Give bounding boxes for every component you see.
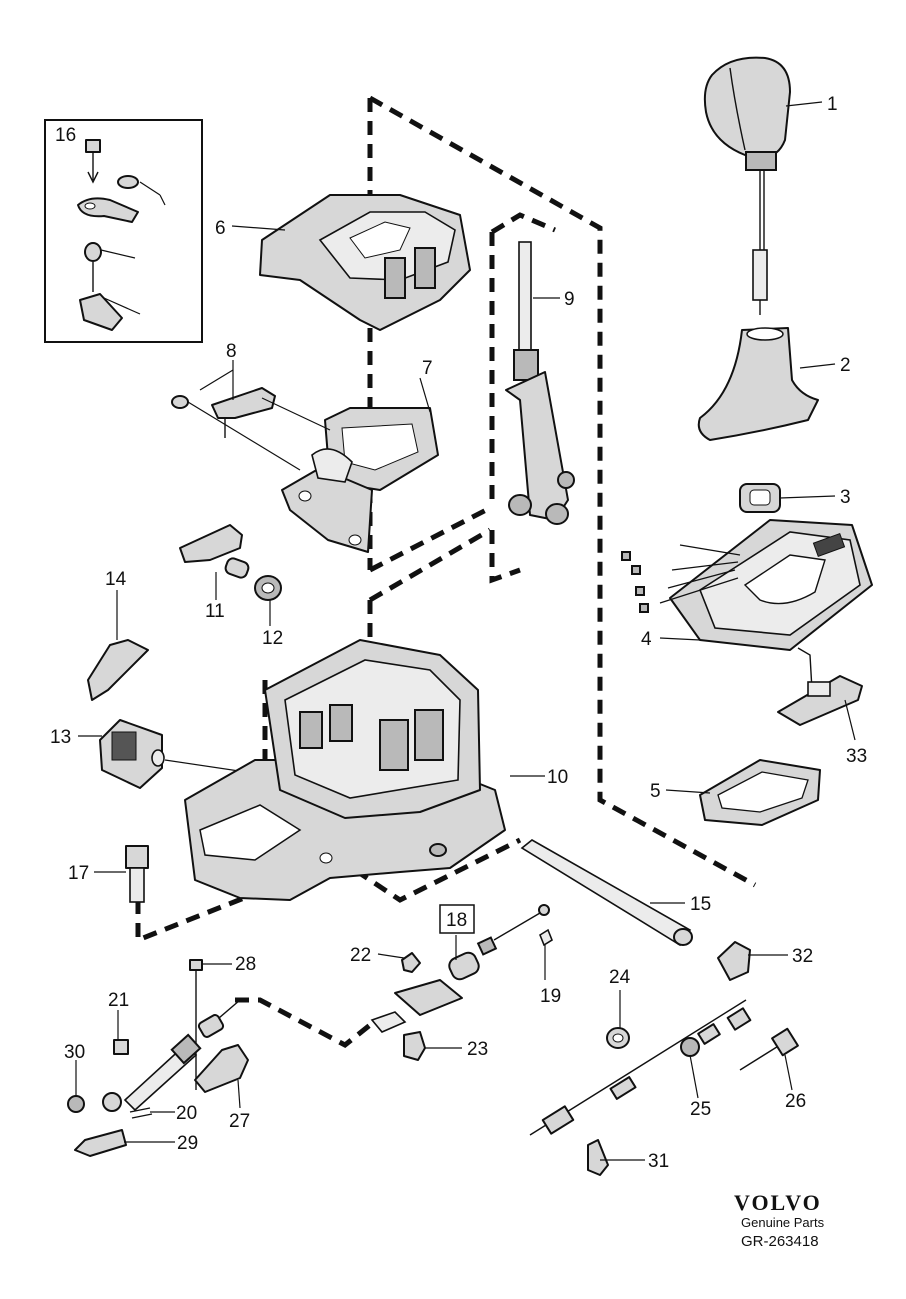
part-17-bolt (125, 845, 149, 903)
part-12-bushing (254, 575, 282, 601)
label-5: 5 (650, 781, 661, 802)
label-16: 16 (55, 125, 76, 146)
label-15: 15 (690, 894, 711, 915)
label-18-box (439, 904, 475, 934)
label-32: 32 (792, 946, 813, 967)
part-28-bolt (189, 959, 203, 1090)
part-9-selector-rod (505, 241, 575, 525)
label-23: 23 (467, 1039, 488, 1060)
part-13-block (99, 719, 301, 789)
part-18-cable-end (370, 904, 550, 1033)
part-6-upper-housing (259, 194, 471, 331)
part-15-rod (520, 839, 693, 947)
leader-lines (75, 101, 856, 1161)
part-32-clip (717, 941, 751, 981)
part-26-pin (739, 1027, 799, 1071)
label-14: 14 (105, 569, 127, 590)
label-24: 24 (609, 967, 631, 988)
part-29-plate (74, 1129, 127, 1157)
label-19: 19 (540, 986, 561, 1007)
label-20: 20 (176, 1103, 197, 1124)
part-33-connector (777, 675, 863, 726)
label-18: 18 (446, 910, 467, 931)
label-26: 26 (785, 1091, 806, 1112)
label-25: 25 (690, 1099, 711, 1120)
brand-footer: VOLVO Genuine Parts GR-263418 (734, 1190, 825, 1250)
part-25-cable (529, 999, 752, 1136)
part-24-clip (606, 1027, 630, 1049)
label-9: 9 (564, 289, 575, 310)
label-12: 12 (262, 628, 283, 649)
label-3: 3 (840, 487, 851, 508)
label-1: 1 (827, 94, 838, 115)
part-14-clip (87, 639, 149, 701)
part-3-seal (739, 483, 781, 513)
part-19-clip (539, 928, 553, 947)
label-2: 2 (840, 355, 851, 376)
part-cable-spring (102, 999, 241, 1112)
label-4: 4 (641, 629, 652, 650)
part-21-nut (113, 1039, 129, 1055)
label-7: 7 (422, 358, 433, 379)
part-1-shift-knob (703, 56, 791, 315)
label-17: 17 (68, 863, 89, 884)
part-30-nut (67, 1095, 85, 1113)
part-23-clip (403, 1031, 426, 1061)
brand-tagline: Genuine Parts (741, 1215, 825, 1230)
part-2-gear-boot (697, 327, 819, 441)
part-number-labels: 1 2 3 4 5 6 7 8 9 10 11 12 13 14 15 16 1… (50, 94, 867, 1172)
part-20-spring (129, 1107, 153, 1119)
label-6: 6 (215, 218, 226, 239)
label-8: 8 (226, 341, 237, 362)
label-21: 21 (108, 990, 129, 1011)
label-22: 22 (350, 945, 371, 966)
label-29: 29 (177, 1133, 198, 1154)
inset-detail-box (44, 119, 203, 343)
label-10: 10 (547, 767, 568, 788)
diagram-code: GR-263418 (741, 1233, 819, 1250)
part-31-bracket (587, 1139, 609, 1176)
part-7-shift-gate (281, 407, 439, 553)
label-33: 33 (846, 746, 867, 767)
part-4-indicator-panel (621, 519, 873, 691)
part-27-bracket (194, 1044, 249, 1093)
label-28: 28 (235, 954, 256, 975)
label-27: 27 (229, 1111, 250, 1132)
part-5-cover-frame (699, 759, 821, 826)
brand-logo-text: VOLVO (734, 1190, 822, 1215)
label-31: 31 (648, 1151, 669, 1172)
part-11-bracket (179, 524, 250, 579)
part-10-housing-base (184, 639, 506, 901)
label-13: 13 (50, 727, 71, 748)
label-30: 30 (64, 1042, 85, 1063)
part-8-lever (171, 387, 331, 471)
part-22-grommet (401, 952, 421, 973)
label-11: 11 (205, 601, 225, 622)
